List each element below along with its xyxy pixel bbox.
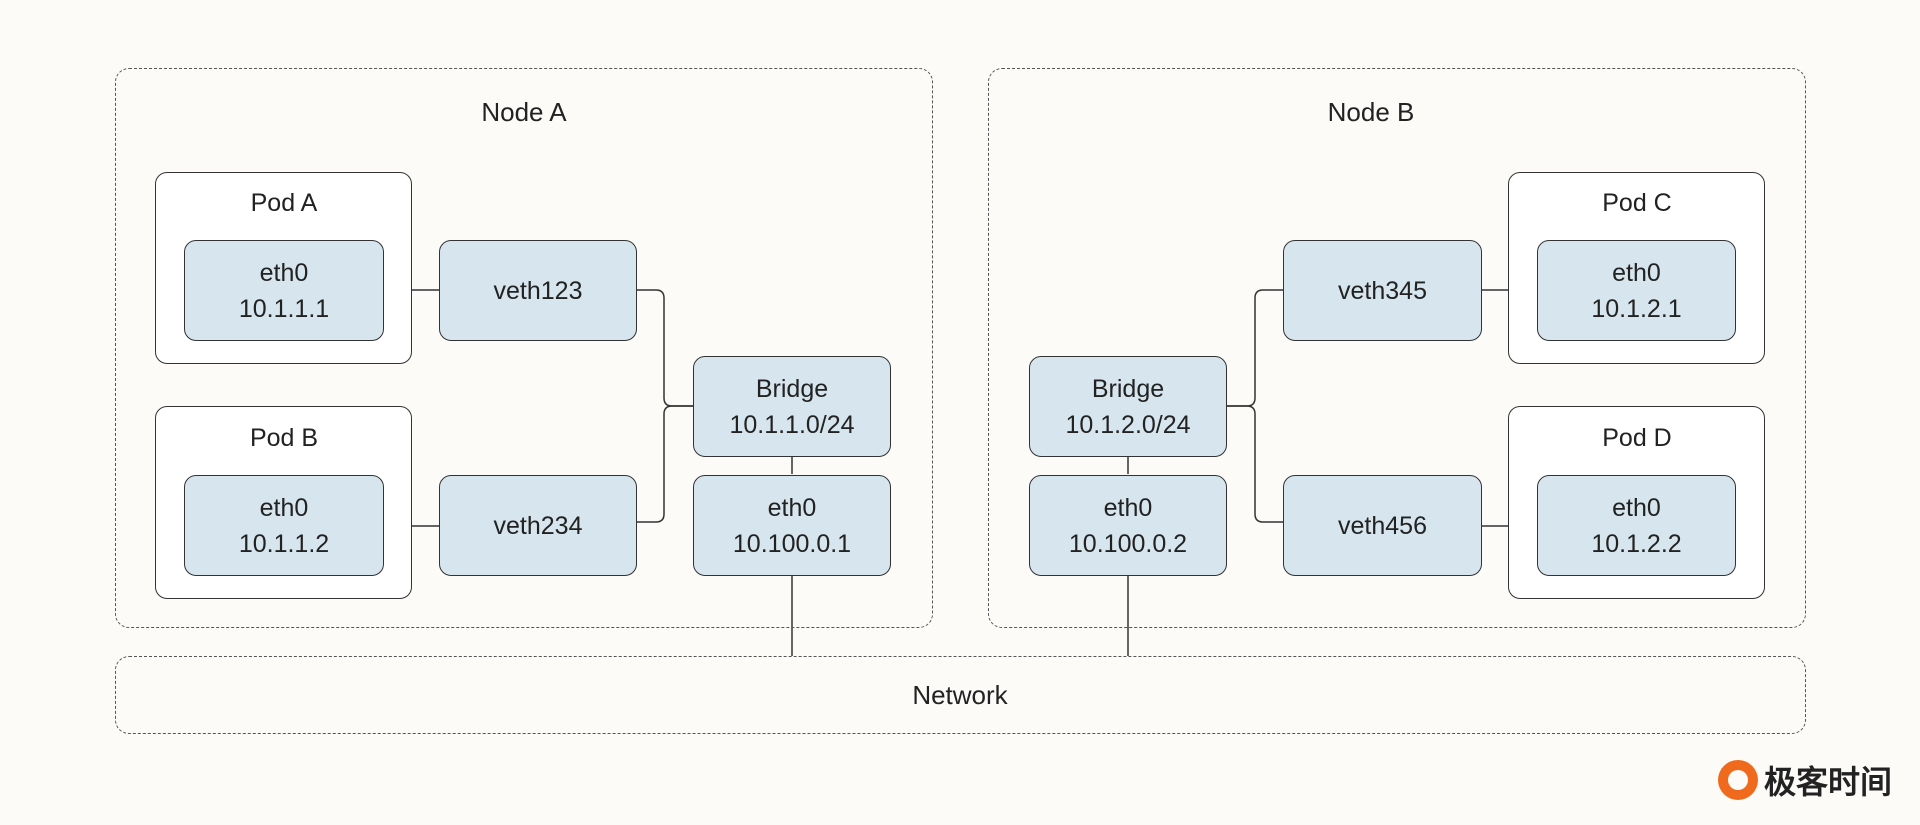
pod-a-title: Pod A	[250, 189, 318, 217]
pod-a-ip: 10.1.1.1	[238, 294, 330, 323]
host-b-ip: 10.100.0.2	[1068, 529, 1188, 558]
bridge-b-cidr: 10.1.2.0/24	[1065, 410, 1191, 439]
veth123: veth123	[439, 240, 637, 341]
pod-b-eth0: eth0 10.1.1.2	[184, 475, 384, 576]
node-a-frame	[115, 68, 933, 628]
pod-b-title: Pod B	[249, 424, 319, 452]
link-veth456-bridge-b	[1226, 405, 1283, 523]
pod-d-iface: eth0	[1612, 493, 1661, 522]
pod-c-eth0: eth0 10.1.2.1	[1537, 240, 1736, 341]
pod-c-ip: 10.1.2.1	[1591, 294, 1682, 323]
brand-logo: 极客时间	[1718, 756, 1892, 804]
pod-c-title: Pod C	[1602, 189, 1672, 217]
pod-b-ip: 10.1.1.2	[238, 529, 330, 558]
pod-d-eth0: eth0 10.1.2.2	[1537, 475, 1736, 576]
network-label: Network	[912, 680, 1008, 710]
network-frame	[115, 656, 1806, 734]
bridge-a-cidr: 10.1.1.0/24	[729, 410, 855, 439]
pod-b-iface: eth0	[259, 493, 309, 522]
bridge-a: Bridge 10.1.1.0/24	[693, 356, 891, 457]
link-veth123-bridge-a	[636, 289, 694, 407]
pod-a-eth0: eth0 10.1.1.1	[184, 240, 384, 341]
veth456: veth456	[1283, 475, 1482, 576]
host-b-eth0: eth0 10.100.0.2	[1029, 475, 1227, 576]
veth345: veth345	[1283, 240, 1482, 341]
bridge-a-label: Bridge	[755, 374, 829, 403]
host-b-iface: eth0	[1103, 493, 1153, 522]
host-a-iface: eth0	[767, 493, 817, 522]
brand-logo-icon	[1718, 760, 1758, 800]
link-veth345-bridge-b	[1226, 289, 1283, 407]
brand-logo-text: 极客时间	[1764, 763, 1893, 801]
node-b-frame	[988, 68, 1806, 628]
node-a-title: Node A	[481, 97, 567, 127]
pod-a-iface: eth0	[259, 258, 309, 287]
pod-d-ip: 10.1.2.2	[1591, 529, 1682, 558]
bridge-b-label: Bridge	[1091, 374, 1165, 403]
pod-d-title: Pod D	[1602, 424, 1672, 452]
host-a-ip: 10.100.0.1	[732, 529, 852, 558]
host-a-eth0: eth0 10.100.0.1	[693, 475, 891, 576]
link-veth234-bridge-a	[636, 405, 694, 523]
node-b-title: Node B	[1327, 97, 1415, 127]
veth234: veth234	[439, 475, 637, 576]
bridge-b: Bridge 10.1.2.0/24	[1029, 356, 1227, 457]
pod-c-iface: eth0	[1612, 258, 1661, 287]
